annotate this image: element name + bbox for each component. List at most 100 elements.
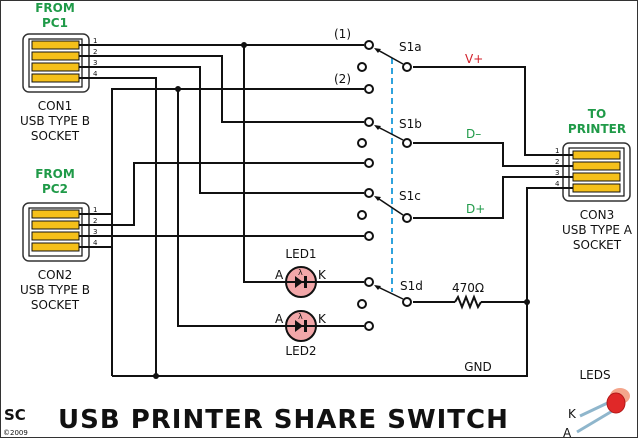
con1-source-label-line2: PC1: [42, 16, 68, 30]
s1a-contact-1: [364, 40, 374, 50]
con2-pin-4: [31, 242, 80, 252]
con3-dest-label-line2: PRINTER: [568, 122, 626, 136]
wire-con2-gnd: [79, 246, 113, 376]
con3-pin-4: [572, 183, 621, 193]
s1c-contact-2: [364, 231, 374, 241]
s1b-contact-2: [364, 158, 374, 168]
led2-cathode-label: K: [318, 312, 327, 326]
con1-pin-number: 3: [93, 59, 97, 67]
con1-kind: SOCKET: [31, 129, 80, 143]
led-pinout-title: LEDS: [579, 368, 610, 382]
con1-source-label-line1: FROM: [35, 1, 75, 15]
gnd-label: GND: [464, 360, 492, 374]
resistor-value-label: 470Ω: [452, 281, 484, 295]
led2: λ A K LED2: [275, 310, 327, 358]
led1-lambda-icon: λ: [298, 268, 303, 277]
led1-anode-label: A: [275, 268, 284, 282]
wiring: [79, 42, 573, 379]
s1d-contact-off: [357, 299, 367, 309]
led1-label: LED1: [285, 247, 316, 261]
con1-pin-number: 2: [93, 48, 97, 56]
switch-s1[interactable]: (1) (2) S1a V+ S1b D– S1c D+: [334, 27, 485, 331]
con2-type: USB TYPE B: [20, 283, 90, 297]
dminus-label: D–: [466, 127, 481, 141]
s1c-contact-1: [364, 188, 374, 198]
s1a-wiper-arrow-icon: [374, 48, 381, 53]
s1a-contact-off: [357, 62, 367, 72]
logo: SC ©2009: [3, 406, 28, 437]
diagram-title: USB PRINTER SHARE SWITCH: [58, 405, 509, 435]
con2-pin-1: [31, 209, 80, 219]
led-pinout-illustration: LEDS K A: [563, 368, 630, 440]
con2-pin-2: [31, 220, 80, 230]
con2-pin-number: 2: [93, 217, 97, 225]
s1d-wiper: [375, 285, 404, 300]
s1d-label: S1d: [400, 279, 423, 293]
s1b-contact-off: [357, 138, 367, 148]
wire-pc2-vplus-led2: [177, 89, 286, 327]
con3-pin-number: 1: [555, 147, 559, 155]
s1b-label: S1b: [399, 117, 422, 131]
con2-name: CON2: [38, 268, 72, 282]
con2-pin-number: 4: [93, 239, 98, 247]
con3-pin-number: 4: [555, 180, 560, 188]
resistor-symbol: [454, 294, 482, 310]
con1-name: CON1: [38, 99, 72, 113]
con2-connector: FROM PC2 1 2 3 4 CON2 USB TYPE B SOCKET: [20, 167, 98, 312]
con1-pin-3: [31, 62, 80, 72]
con3-pin-1: [572, 150, 621, 160]
wire-gnd-bus: [112, 302, 528, 377]
s1a-wiper: [375, 48, 404, 65]
con1-type: USB TYPE B: [20, 114, 90, 128]
s1a-common: [402, 62, 412, 72]
led1-cathode-label: K: [318, 268, 327, 282]
con3-name: CON3: [580, 208, 614, 222]
dplus-label: D+: [466, 202, 485, 216]
s1a-contact-2: [364, 84, 374, 94]
led-body-icon: [606, 392, 626, 414]
logo-sc: SC: [4, 406, 26, 424]
led1: LED1 λ A K: [275, 247, 327, 298]
con3-connector: TO PRINTER 1 2 3 4 CON3 USB TYPE A SOCKE…: [555, 107, 633, 252]
con2-source-label-line2: PC2: [42, 182, 68, 196]
con1-pin-number: 1: [93, 37, 97, 45]
s1d-common: [402, 297, 412, 307]
s1c-wiper-arrow-icon: [374, 196, 381, 201]
junction-dot: [175, 86, 181, 92]
s1c-label: S1c: [399, 189, 421, 203]
switch-position-1-label: (1): [334, 27, 351, 41]
junction-dot: [241, 42, 247, 48]
con3-dest-label-line1: TO: [588, 107, 606, 121]
wire-con2-dminus: [79, 162, 364, 226]
con2-kind: SOCKET: [31, 298, 80, 312]
con1-pin-1: [31, 40, 80, 50]
s1c-contact-off: [357, 210, 367, 220]
logo-copyright: ©2009: [3, 429, 28, 437]
wire-pc1-vplus-led1: [243, 45, 286, 283]
wire-gnd-to-s1a-pos2: [111, 88, 364, 376]
con3-pin-number: 2: [555, 158, 559, 166]
led2-lambda-icon: λ: [298, 312, 303, 321]
con2-source-label-line1: FROM: [35, 167, 75, 181]
s1c-wiper: [375, 196, 404, 216]
s1b-wiper-arrow-icon: [374, 125, 381, 130]
led2-label: LED2: [285, 344, 316, 358]
s1b-common: [402, 138, 412, 148]
con1-connector: FROM PC1 1 2 3 4 CON1 USB TYPE B SOCKET: [20, 1, 98, 143]
con3-kind: SOCKET: [573, 238, 622, 252]
con3-type: USB TYPE A: [562, 223, 633, 237]
s1b-contact-1: [364, 117, 374, 127]
led-pin-k-label: K: [568, 407, 577, 421]
con3-pin-2: [572, 161, 621, 171]
s1c-common: [402, 213, 412, 223]
s1d-contact-1: [364, 277, 374, 287]
wire-con1-dplus: [79, 66, 364, 194]
junction-dot: [153, 373, 159, 379]
wire-con3-gnd: [526, 187, 573, 302]
vplus-label: V+: [465, 52, 483, 66]
junction-dot: [524, 299, 530, 305]
s1d-contact-2: [364, 321, 374, 331]
con2-pin-number: 3: [93, 228, 97, 236]
con1-pin-number: 4: [93, 70, 98, 78]
